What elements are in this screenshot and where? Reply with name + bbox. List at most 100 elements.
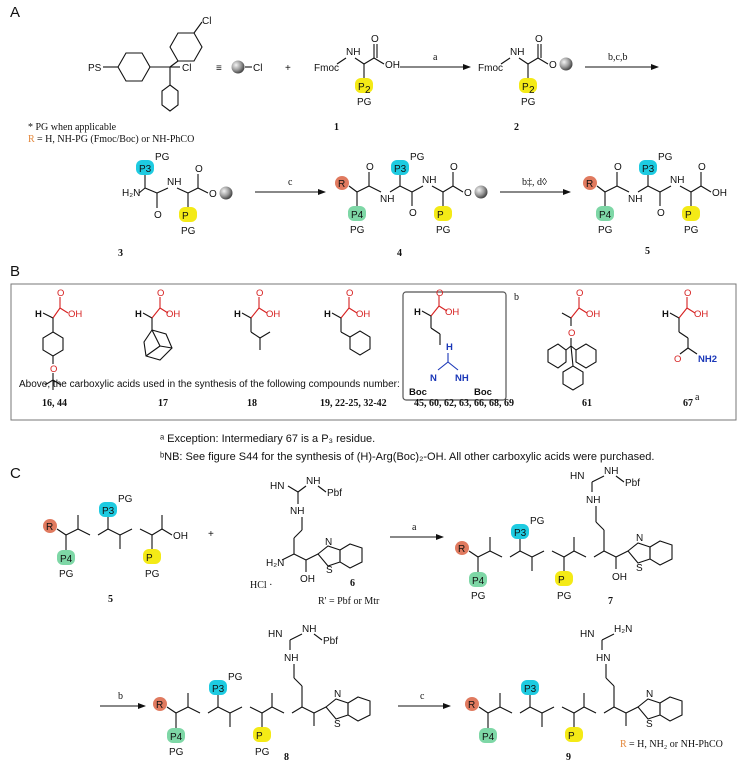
acid-label-trityl-serine: 61	[582, 398, 592, 409]
acid-structure-glutamine: H O OH O NH2	[662, 288, 717, 365]
svg-text:P4: P4	[60, 554, 73, 565]
pg-p4-label-4: PG	[350, 225, 365, 236]
acid-structure-phenylalanine: H O OH	[324, 288, 371, 356]
p4-highlight-4	[348, 206, 366, 221]
svg-text:O: O	[576, 288, 583, 299]
svg-text:P4: P4	[482, 732, 495, 743]
pg-p3-label-3: PG	[155, 152, 170, 163]
o-label-1: O	[371, 34, 379, 45]
compound-number-5a: 5	[645, 246, 650, 257]
step-c-label: c	[288, 177, 293, 188]
step-c-c-label: c	[420, 691, 425, 702]
svg-text:OH: OH	[300, 574, 315, 585]
cl-aryl-label: Cl	[202, 16, 211, 27]
acid-structure-trityl-serine: O OH O	[547, 288, 600, 391]
step-a-label: a	[433, 52, 438, 63]
ps-label: PS	[88, 63, 102, 74]
svg-text:NH: NH	[302, 624, 316, 635]
p2-label-5a: P	[685, 210, 692, 221]
acid-structure-adamantyl: H O OH	[135, 288, 180, 361]
pg-p2-label-5a: PG	[684, 225, 699, 236]
trityl-chloride-resin: PS Cl Cl ≡ Cl +	[88, 16, 291, 112]
svg-text:PG: PG	[530, 516, 545, 527]
cl-trityl-label: Cl	[182, 63, 191, 74]
svg-text:R: R	[468, 700, 475, 711]
equiv-sign: ≡	[216, 63, 222, 74]
svg-text:P: P	[558, 575, 565, 586]
p4-highlight-5a	[596, 206, 614, 221]
pg-p3-label-4: PG	[410, 152, 425, 163]
p2-sub-1: 2	[365, 85, 371, 96]
p2-highlight-1	[355, 78, 373, 93]
nh-label-2: N​H	[510, 47, 524, 58]
o-label-4b: O	[409, 208, 417, 219]
svg-text:H₂N: H₂N	[614, 624, 632, 635]
step-a-c-label: a	[412, 522, 417, 533]
hcl-label: HCl ·	[250, 580, 273, 591]
section-label-a: A	[10, 4, 20, 21]
p3-label-5a: P3	[642, 164, 655, 175]
p2-highlight-2	[519, 78, 537, 93]
nh-label-5a2: N​H	[670, 175, 684, 186]
svg-text:NH: NH	[604, 466, 618, 477]
acid-label-phenylalanine: 19, 22-25, 32-42	[320, 398, 387, 409]
o-label-5a1: O	[614, 162, 622, 173]
oh-label-5a: OH	[712, 188, 727, 199]
resin-bead-icon-3	[219, 186, 233, 200]
svg-text:O: O	[57, 288, 64, 299]
svg-text:Boc: Boc	[409, 387, 427, 398]
p3-highlight-5a	[639, 160, 657, 175]
compound-3-dipeptide-resin: P3 PG H₂N O N​H O O P PG 3	[118, 152, 233, 259]
acid-structure-tbu-tyr: H O OH O	[35, 288, 82, 390]
svg-text:HN: HN	[270, 481, 284, 492]
r-label-5a: R	[586, 179, 593, 190]
resin-bead-icon-4	[474, 185, 488, 199]
fmoc-label-2: Fmoc	[478, 63, 503, 74]
compound-number-9: 9	[566, 752, 571, 762]
nh-label-3: N​H	[167, 177, 181, 188]
compound-number-2: 2	[514, 122, 519, 133]
svg-text:Pbf: Pbf	[323, 636, 338, 647]
svg-text:O: O	[50, 364, 57, 375]
svg-text:OH: OH	[694, 309, 708, 320]
svg-text:NH: NH	[290, 506, 304, 517]
p2-highlight-3	[179, 207, 197, 222]
svg-text:H: H	[234, 309, 241, 320]
svg-text:PG: PG	[145, 569, 160, 580]
svg-text:N: N	[325, 537, 332, 548]
svg-text:HN: HN	[570, 471, 584, 482]
svg-text:N: N	[430, 373, 437, 384]
svg-text:OH: OH	[266, 309, 280, 320]
svg-text:H: H	[414, 307, 421, 318]
svg-text:OH: OH	[445, 307, 459, 318]
compound-9-final: R P4 P3 P HN HN H₂N N S	[465, 624, 683, 762]
nh-label-1: N​H	[346, 47, 360, 58]
svg-text:P4: P4	[170, 732, 183, 743]
p4-label-4: P4	[351, 210, 364, 221]
svg-text:OH: OH	[612, 572, 627, 583]
svg-text:R: R	[156, 700, 163, 711]
section-label-b: B	[10, 263, 20, 280]
svg-text:P3: P3	[212, 684, 225, 695]
p4-label-5a: P4	[599, 210, 612, 221]
r-prime-label: R' = Pbf or Mtr	[318, 596, 380, 607]
svg-text:P: P	[146, 553, 153, 564]
compound-6-arg-benzothiazole: HN NH Pbf NH H₂N OH N S 6 HCl · R' = Pbf…	[250, 476, 380, 607]
pg-label-1: PG	[357, 97, 372, 108]
svg-text:S: S	[646, 719, 653, 730]
svg-text:H: H	[324, 309, 331, 320]
svg-text:R: R	[46, 522, 53, 533]
footnote-b: ᵇNB: See figure S44 for the synthesis of…	[160, 451, 654, 463]
p3-highlight-4	[391, 160, 409, 175]
svg-text:O: O	[157, 288, 164, 299]
acid-structure-arginine: b H O OH H N NH Boc Boc	[402, 288, 519, 401]
panel-b-caption: Above, the carboxylic acids used in the …	[19, 379, 400, 390]
svg-text:O: O	[568, 328, 575, 339]
svg-text:PG: PG	[471, 591, 486, 602]
svg-text:HN: HN	[596, 653, 610, 664]
svg-text:P3: P3	[102, 506, 115, 517]
svg-text:R: R	[458, 544, 465, 555]
svg-text:OH: OH	[586, 309, 600, 320]
svg-text:H: H	[35, 309, 42, 320]
acid-label-arginine: 45, 60, 62, 63, 66, 68, 69	[414, 398, 514, 409]
